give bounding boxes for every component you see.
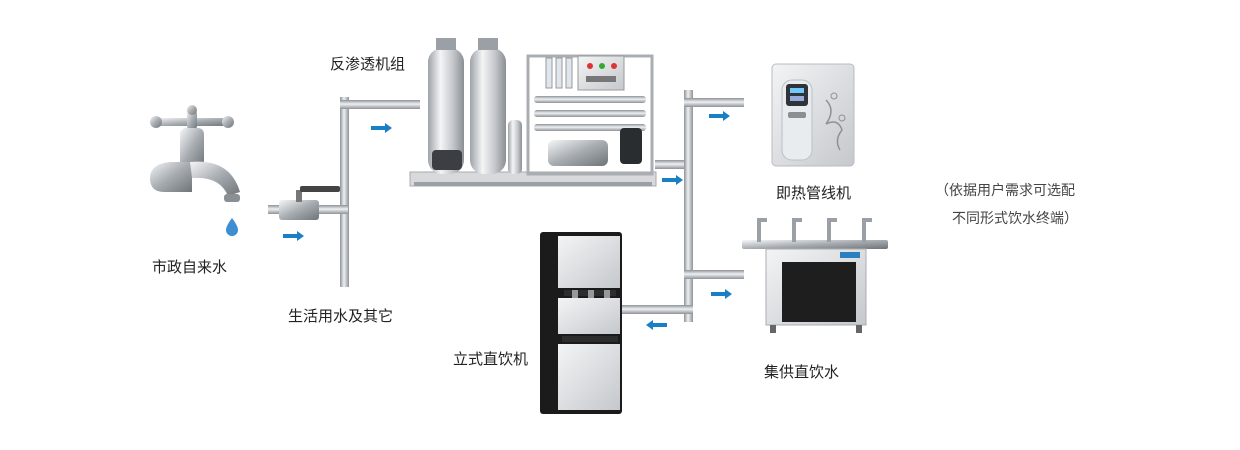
arrow-right-icon xyxy=(283,231,304,241)
arrow-right-icon xyxy=(371,123,392,133)
note-line-1: （依据用户需求可选配 xyxy=(935,183,1075,199)
note-line-2: 不同形式饮水终端） xyxy=(952,211,1078,227)
ball-valve-icon xyxy=(279,186,340,220)
label-tap-water: 市政自来水 xyxy=(152,258,228,276)
label-pipeline-machine: 即热管线机 xyxy=(776,184,852,202)
arrow-left-icon xyxy=(646,320,667,330)
arrow-right-icon xyxy=(662,175,683,185)
faucet-icon xyxy=(150,105,240,236)
ro-unit-image xyxy=(409,38,657,187)
arrow-right-icon xyxy=(709,111,730,121)
label-central-water: 集供直饮水 xyxy=(764,363,840,381)
arrow-right-icon xyxy=(711,289,732,299)
flow-arrows xyxy=(283,111,732,330)
standing-dispenser-image xyxy=(540,232,622,414)
label-standing-dispenser: 立式直饮机 xyxy=(453,350,529,368)
label-ro-unit: 反渗透机组 xyxy=(330,55,406,73)
label-domestic-water: 生活用水及其它 xyxy=(288,307,394,325)
central-water-station-image xyxy=(742,218,888,333)
pipeline-machine-image xyxy=(771,63,855,167)
